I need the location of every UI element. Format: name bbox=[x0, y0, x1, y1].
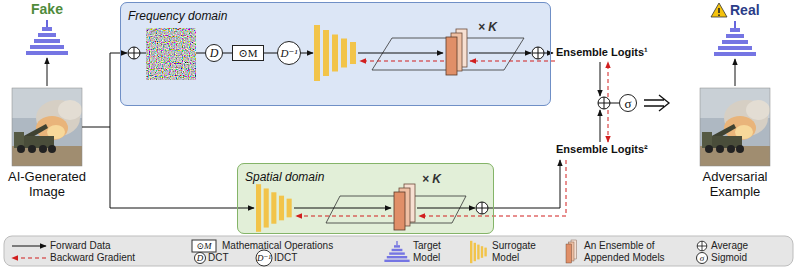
legend-sample bbox=[384, 241, 409, 262]
legend-text: An Ensemble of Appended Models bbox=[584, 240, 680, 264]
forward-arrow bbox=[110, 208, 254, 209]
forward-arrow bbox=[358, 53, 443, 54]
wire bbox=[140, 53, 146, 54]
forward-arrow bbox=[600, 62, 601, 96]
legend-symbol: σ bbox=[700, 252, 704, 264]
legend-symbol: D bbox=[197, 252, 204, 264]
legend-sample bbox=[256, 250, 272, 266]
adversarial-image bbox=[700, 88, 770, 166]
idct-circle: D⁻¹ bbox=[277, 41, 301, 65]
legend-sample bbox=[470, 241, 487, 263]
dct-circle: D bbox=[205, 44, 223, 62]
math-symbol: D bbox=[210, 47, 219, 59]
legend-sample bbox=[12, 246, 46, 247]
domain-panel: Spatial domain bbox=[237, 163, 494, 234]
prediction-label: Fake bbox=[31, 1, 63, 17]
surrogate-model bbox=[256, 184, 292, 232]
legend-text: IDCT bbox=[274, 252, 297, 264]
legend-sample bbox=[195, 253, 206, 264]
appended-models bbox=[446, 29, 467, 75]
ensemble-count: × K bbox=[478, 20, 497, 34]
legend-bar bbox=[4, 236, 793, 266]
legend-sample bbox=[12, 258, 46, 259]
forward-arrow bbox=[294, 208, 391, 209]
ensemble-count: × K bbox=[422, 172, 441, 186]
panel-fill bbox=[237, 163, 494, 234]
legend-text: Average bbox=[711, 240, 748, 252]
legend-text: Surrogate Model bbox=[492, 240, 546, 264]
average bbox=[532, 47, 544, 59]
warning-mark bbox=[718, 8, 720, 13]
prediction-label: Real bbox=[730, 2, 760, 18]
average bbox=[598, 97, 610, 109]
math-symbol: ⊙M bbox=[239, 48, 258, 59]
legend-text: DCT bbox=[208, 252, 229, 264]
average bbox=[476, 202, 488, 214]
backward-arrow bbox=[608, 110, 609, 142]
logits-label: Ensemble Logits¹ bbox=[556, 46, 648, 59]
legend-symbol: ⊙M bbox=[196, 240, 211, 252]
split-line bbox=[82, 53, 110, 208]
add-noise bbox=[128, 47, 140, 59]
noise-image bbox=[146, 28, 196, 80]
legend-text: Sigmoid bbox=[711, 252, 747, 264]
legend-text: Mathematical Operations bbox=[222, 240, 333, 252]
backward-arrow bbox=[360, 61, 444, 62]
math-symbol: σ bbox=[624, 97, 631, 110]
wire bbox=[196, 53, 205, 54]
legend-text: Backward Gradient bbox=[50, 252, 135, 264]
forward-arrow bbox=[600, 110, 601, 142]
math-symbol: D⁻¹ bbox=[280, 48, 297, 59]
forward-arrow bbox=[544, 53, 553, 54]
image-caption: AI-Generated Image bbox=[1, 169, 93, 199]
forward-arrow bbox=[417, 208, 475, 209]
target-model bbox=[26, 20, 68, 55]
legend-text: Forward Data bbox=[50, 240, 111, 252]
panel-title: Frequency domain bbox=[128, 9, 227, 23]
legend-sample bbox=[566, 240, 577, 263]
sigmoid-circle: σ bbox=[619, 94, 637, 112]
legend-text: Target Model bbox=[413, 240, 455, 264]
panel-fill bbox=[120, 2, 551, 106]
warning-dot bbox=[718, 14, 720, 16]
forward-arrow bbox=[300, 53, 313, 54]
legend-sample bbox=[192, 240, 216, 252]
legend-sample bbox=[697, 241, 707, 251]
surrogate-model bbox=[314, 25, 356, 81]
wire bbox=[610, 103, 619, 104]
backward-arrow bbox=[296, 216, 392, 217]
logits-label: Ensemble Logits² bbox=[556, 143, 648, 156]
backward-arrow bbox=[470, 61, 555, 62]
legend-symbol: D⁻¹ bbox=[257, 252, 271, 264]
warning-icon bbox=[711, 3, 727, 17]
panel-title: Spatial domain bbox=[245, 170, 324, 184]
forward-arrow bbox=[469, 53, 531, 54]
operation-box: ⊙M bbox=[232, 45, 264, 61]
target-model bbox=[714, 21, 756, 56]
domain-panel: Frequency domainD ⊙M D⁻¹ bbox=[120, 2, 551, 106]
connector bbox=[264, 53, 277, 54]
forward-arrow bbox=[110, 53, 127, 54]
forward-arrow bbox=[735, 59, 736, 86]
forward-arrow bbox=[47, 58, 48, 86]
backward-arrow bbox=[608, 62, 609, 97]
input-image bbox=[12, 88, 82, 166]
backward-arrow bbox=[419, 160, 566, 216]
appended-models bbox=[394, 184, 415, 230]
image-caption: Adversarial Example bbox=[689, 169, 781, 199]
connector bbox=[223, 53, 232, 54]
legend-sample bbox=[697, 253, 708, 264]
forward-arrow bbox=[488, 160, 560, 208]
implies-arrow bbox=[644, 95, 669, 111]
